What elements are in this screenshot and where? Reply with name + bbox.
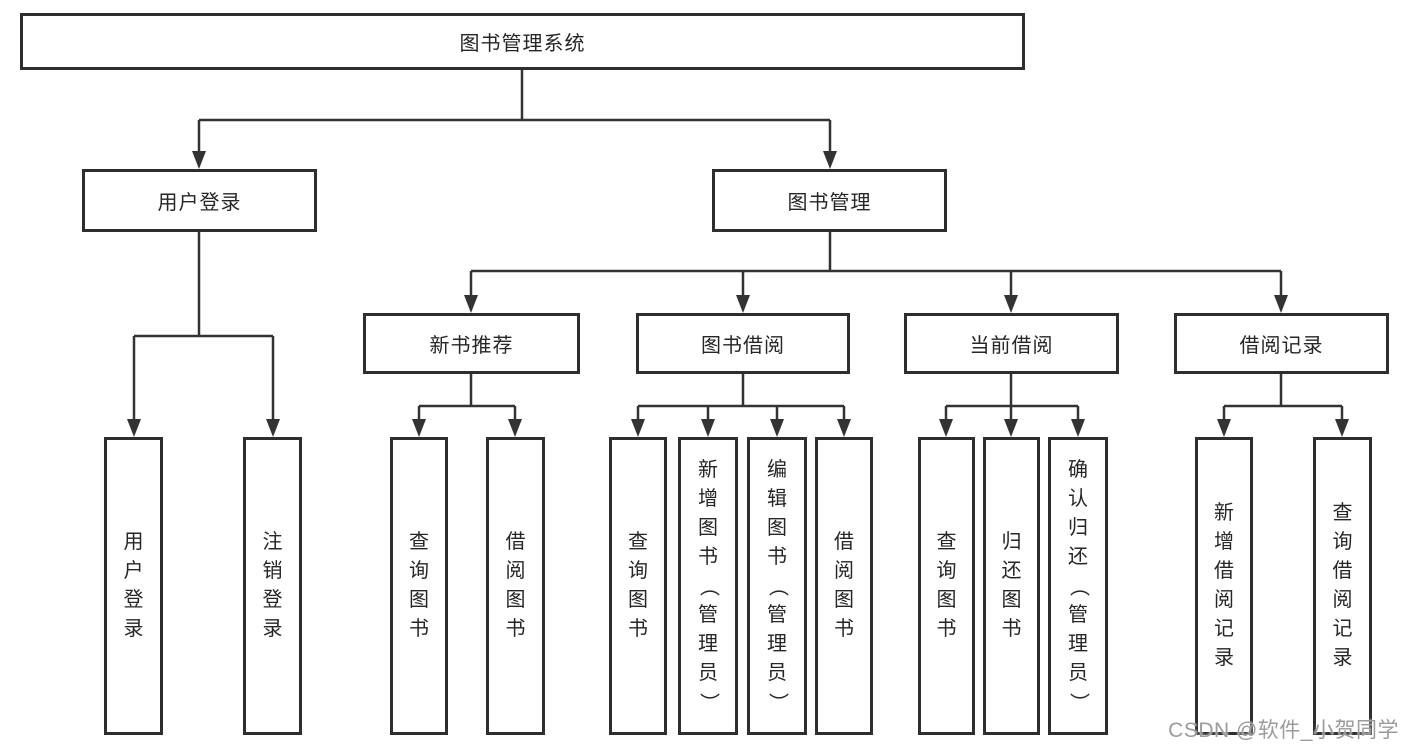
node-book-borrow: 图书借阅 — [636, 313, 850, 374]
vertical-char: 增 — [698, 487, 718, 510]
vertical-char: 管 — [698, 603, 718, 626]
vertical-char: 销 — [262, 560, 283, 582]
leaf-newbook-borrow-books: 借阅图书 — [486, 437, 545, 735]
leaf-current-confirm-return-admin: 确认归还 （ 管理员 ） — [1048, 437, 1108, 735]
vertical-char: 图 — [505, 589, 526, 611]
node-borrow-records: 借阅记录 — [1174, 313, 1389, 374]
vertical-char: 询 — [628, 560, 648, 582]
vertical-char: 询 — [1332, 531, 1353, 553]
vertical-char: 借 — [505, 531, 526, 553]
leaf-user-login: 用户登录 — [104, 437, 163, 735]
vertical-char: 归 — [1068, 516, 1088, 539]
vertical-char: 图 — [628, 589, 648, 611]
leaf-current-query-books: 查询图书 — [918, 437, 975, 735]
vertical-char: 增 — [1214, 531, 1234, 553]
vertical-char: 员 — [1068, 661, 1088, 684]
vertical-char: 理 — [698, 632, 718, 655]
vertical-char: 询 — [936, 560, 957, 582]
vertical-char: 图 — [698, 516, 718, 539]
vertical-char: 阅 — [505, 560, 526, 582]
vertical-char: 借 — [834, 531, 854, 553]
vertical-char: 查 — [1332, 502, 1353, 524]
node-new-book-recommend: 新书推荐 — [363, 313, 580, 374]
vertical-char: ） — [766, 692, 789, 712]
vertical-char: 新 — [698, 458, 718, 481]
vertical-char: 书 — [409, 618, 429, 640]
vertical-char: 图 — [1001, 589, 1022, 611]
vertical-char: 员 — [698, 661, 718, 684]
node-root-system: 图书管理系统 — [20, 13, 1025, 70]
vertical-char: 认 — [1068, 487, 1088, 510]
vertical-char: 记 — [1332, 618, 1353, 640]
leaf-records-query-borrow-record: 查询借阅记录 — [1313, 437, 1372, 735]
vertical-char: 确 — [1068, 458, 1088, 481]
vertical-char: 询 — [409, 560, 429, 582]
csdn-watermark: CSDN @软件_小贺同学 — [1168, 719, 1399, 742]
vertical-char: 录 — [262, 618, 283, 640]
vertical-char: 录 — [1214, 647, 1234, 669]
vertical-char: 登 — [123, 589, 144, 611]
vertical-char: 书 — [505, 618, 526, 640]
leaf-newbook-query-books: 查询图书 — [390, 437, 448, 735]
vertical-char: 编 — [767, 458, 787, 481]
vertical-char: 书 — [767, 545, 787, 568]
vertical-char: 书 — [698, 545, 718, 568]
vertical-char: 图 — [409, 589, 429, 611]
vertical-char: 借 — [1332, 560, 1353, 582]
vertical-char: ） — [697, 692, 720, 712]
vertical-char: 阅 — [1332, 589, 1353, 611]
vertical-char: ） — [1067, 692, 1090, 712]
vertical-char: 户 — [123, 560, 144, 582]
vertical-char: 图 — [834, 589, 854, 611]
vertical-char: 员 — [767, 661, 787, 684]
vertical-char: 用 — [123, 531, 144, 553]
vertical-char: 归 — [1001, 531, 1022, 553]
vertical-char: （ — [697, 576, 720, 596]
node-book-management-group: 图书管理 — [712, 169, 947, 232]
vertical-char: 查 — [628, 531, 648, 553]
vertical-char: 阅 — [834, 560, 854, 582]
vertical-char: 书 — [1001, 618, 1022, 640]
vertical-char: 图 — [936, 589, 957, 611]
node-user-login-group: 用户登录 — [82, 169, 317, 232]
leaf-logout: 注销登录 — [243, 437, 302, 735]
leaf-borrow-add-books-admin: 新增图书 （ 管理员 ） — [678, 437, 738, 735]
vertical-char: 书 — [936, 618, 957, 640]
vertical-char: 理 — [767, 632, 787, 655]
vertical-char: 借 — [1214, 560, 1234, 582]
vertical-char: 辑 — [767, 487, 787, 510]
vertical-char: 注 — [262, 531, 283, 553]
vertical-char: 登 — [262, 589, 283, 611]
vertical-char: 记 — [1214, 618, 1234, 640]
vertical-char: 图 — [767, 516, 787, 539]
node-current-borrow: 当前借阅 — [904, 313, 1119, 374]
vertical-char: 录 — [123, 618, 144, 640]
vertical-char: 录 — [1332, 647, 1353, 669]
vertical-char: 理 — [1068, 632, 1088, 655]
vertical-char: 书 — [628, 618, 648, 640]
vertical-char: 查 — [936, 531, 957, 553]
vertical-char: 还 — [1068, 545, 1088, 568]
vertical-char: 书 — [834, 618, 854, 640]
vertical-char: 阅 — [1214, 589, 1234, 611]
leaf-borrow-query-books: 查询图书 — [609, 437, 667, 735]
vertical-char: 管 — [1068, 603, 1088, 626]
leaf-borrow-edit-books-admin: 编辑图书 （ 管理员 ） — [747, 437, 807, 735]
leaf-records-add-borrow-record: 新增借阅记录 — [1195, 437, 1253, 735]
leaf-borrow-borrow-books: 借阅图书 — [815, 437, 873, 735]
leaf-current-return-books: 归还图书 — [983, 437, 1040, 735]
vertical-char: 新 — [1214, 502, 1234, 524]
vertical-char: 还 — [1001, 560, 1022, 582]
vertical-char: （ — [766, 576, 789, 596]
vertical-char: 查 — [409, 531, 429, 553]
vertical-char: 管 — [767, 603, 787, 626]
vertical-char: （ — [1067, 576, 1090, 596]
arrowhead-icons — [127, 151, 1349, 437]
